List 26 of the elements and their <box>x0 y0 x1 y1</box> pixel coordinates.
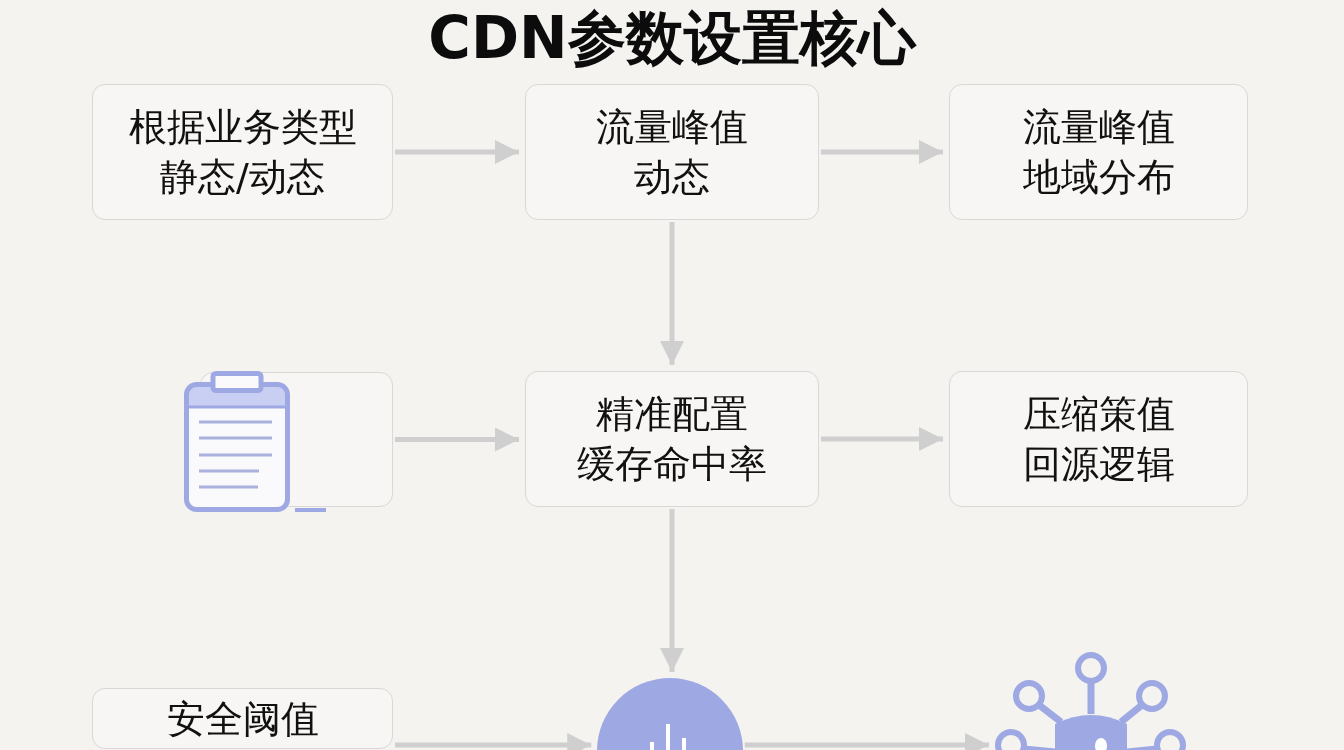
process-box <box>92 84 393 220</box>
arrow <box>821 427 943 451</box>
box-label: 动态 <box>634 154 710 201</box>
box-label: 静态/动态 <box>160 154 325 201</box>
box-label: 地域分布 <box>1022 154 1175 201</box>
arrow <box>395 140 519 164</box>
process-box <box>525 371 819 507</box>
arrow <box>821 140 943 164</box>
box-label: 精准配置 <box>596 391 748 438</box>
process-box <box>92 688 393 749</box>
box-label: 缓存命中率 <box>577 441 767 488</box>
box-label: 安全阈值 <box>166 695 319 743</box>
box-label: 流量峰值 <box>596 104 748 151</box>
title: CDN参数设置核心 <box>428 3 916 74</box>
box-label: 根据业务类型 <box>128 104 357 151</box>
box-label: 流量峰值 <box>1022 104 1175 151</box>
process-box <box>949 84 1248 220</box>
arrow <box>395 427 519 452</box>
arrow <box>744 733 989 750</box>
box-label: 回源逻辑 <box>1022 441 1175 488</box>
arrow <box>660 222 684 365</box>
arrow <box>660 509 684 673</box>
box-label: 压缩策值 <box>1022 391 1175 438</box>
arrow <box>395 733 592 750</box>
process-box <box>525 84 819 220</box>
process-box <box>949 371 1248 507</box>
